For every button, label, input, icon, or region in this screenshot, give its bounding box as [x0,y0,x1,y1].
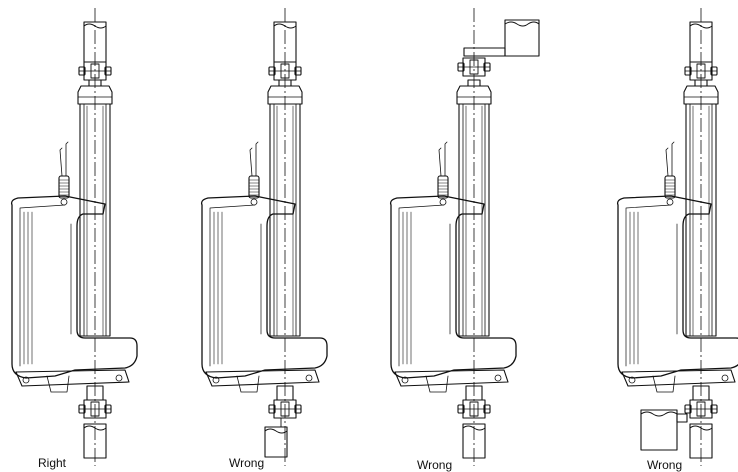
actuator-tube [683,85,719,337]
clevis-fork [684,61,718,81]
motor-housing [616,195,738,393]
upper-bracket-offset [463,19,540,57]
motor-housing [10,195,138,393]
mounting-panel-2 [200,8,328,466]
actuator-tube [267,85,303,337]
actuator-tube [456,85,492,337]
rod-end [462,423,486,459]
caption-wrong-3: Wrong [647,458,683,472]
actuator-tube [77,85,113,337]
clevis-fork [78,399,112,419]
caption-wrong-2: Wrong [417,458,453,472]
clevis-fork [268,61,302,81]
cable-gland [437,141,449,206]
motor-housing [389,195,517,393]
lower-side-bracket [640,409,688,451]
clevis-fork [457,399,491,419]
rod-end [689,423,713,459]
caption-wrong-1: Wrong [229,456,265,470]
mounting-panel-4 [616,8,738,466]
cable-gland [248,141,260,206]
mounting-panel-3 [389,8,540,466]
clevis-fork [268,399,302,419]
clevis-fork [457,57,491,77]
cable-gland [58,141,70,206]
caption-right: Right [38,456,67,470]
rod-end [83,423,107,459]
motor-housing [200,195,328,393]
mounting-panel-1 [10,8,138,466]
cable-gland [664,141,676,206]
lower-bracket-offset [264,417,288,458]
clevis-fork [684,399,718,419]
